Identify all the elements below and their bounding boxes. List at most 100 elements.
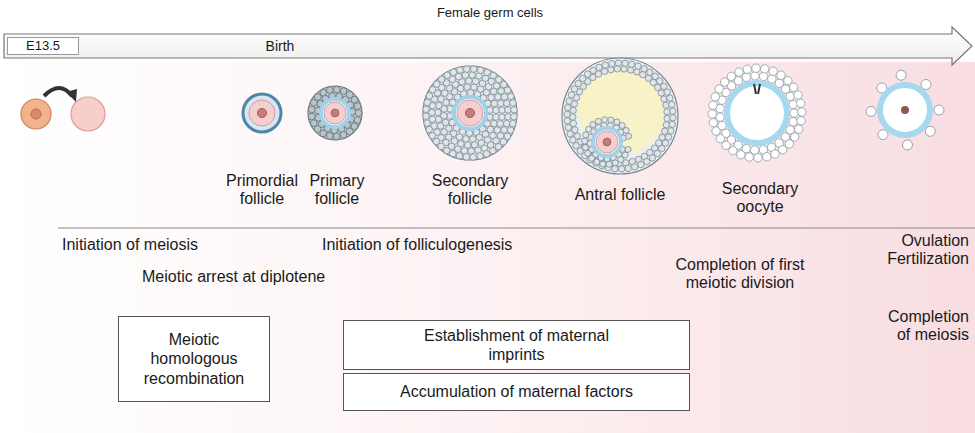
- follicle-wall: [243, 94, 281, 132]
- granulosa-cell: [669, 101, 675, 107]
- granulosa-cell: [777, 71, 785, 79]
- granulosa-cell: [664, 115, 670, 121]
- granulosa-cell: [463, 136, 470, 143]
- granulosa-cell: [667, 95, 673, 101]
- granulosa-cell: [438, 96, 445, 103]
- granulosa-cell: [708, 110, 716, 118]
- granulosa-cell: [495, 143, 502, 150]
- granulosa-cell: [495, 94, 502, 101]
- oocyte: [324, 102, 346, 124]
- oocyte: [731, 87, 783, 139]
- background: [0, 62, 975, 433]
- granulosa-cell: [663, 122, 669, 128]
- granulosa-cell: [355, 110, 362, 117]
- granulosa-cell: [354, 103, 361, 110]
- granulosa-cell: [500, 81, 507, 88]
- germ-cell: [71, 97, 105, 131]
- divider-line: [58, 227, 975, 228]
- granulosa-cell: [566, 98, 572, 104]
- granulosa-cell: [507, 127, 514, 134]
- stage-label: Secondary follicle: [418, 172, 522, 209]
- box-text: Establishment of maternal imprints: [422, 326, 612, 364]
- granulosa-cell: [484, 69, 491, 76]
- granulosa-cell: [621, 66, 627, 72]
- granulosa-cell: [791, 133, 799, 141]
- stage-label: Secondary oocyte: [705, 180, 815, 217]
- granulosa-cell: [761, 65, 769, 73]
- granulosa-cell: [664, 89, 670, 95]
- granulosa-cell: [590, 67, 596, 73]
- granulosa-cell: [590, 122, 596, 128]
- granulosa-cell: [789, 100, 797, 108]
- granulosa-cell: [619, 123, 625, 129]
- granulosa-cell: [490, 72, 497, 79]
- box-text: Meiotic homologous recombination: [132, 330, 256, 388]
- granulosa-cell: [609, 60, 615, 66]
- granulosa-cell: [308, 106, 315, 113]
- granulosa-cell: [797, 117, 805, 125]
- granulosa-cell: [622, 60, 628, 66]
- oocyte: [249, 100, 275, 126]
- granulosa-cell: [600, 161, 606, 167]
- granulosa-cell: [444, 72, 451, 79]
- nucleus: [465, 108, 474, 117]
- spindle: [754, 84, 760, 94]
- granulosa-cell: [608, 117, 614, 123]
- granulosa-cell: [333, 86, 340, 93]
- granulosa-cell: [729, 147, 737, 155]
- event-label: Meiotic arrest at diplotene: [142, 268, 402, 286]
- zona-pellucida: [880, 85, 930, 135]
- granulosa-cell: [497, 100, 504, 107]
- granulosa-cell: [426, 126, 433, 133]
- granulosa-cell: [615, 60, 621, 66]
- granulosa-cell: [504, 100, 511, 107]
- granulosa-cell: [789, 83, 797, 91]
- granulosa-cell: [768, 75, 776, 83]
- granulosa-cell: [606, 161, 612, 167]
- granulosa-cell: [582, 138, 588, 144]
- stage-label: Primary follicle: [295, 172, 379, 209]
- event-label: Initiation of meiosis: [62, 236, 292, 254]
- granulosa-cell: [351, 96, 358, 103]
- zona-pellucida: [727, 83, 787, 143]
- granulosa-cell: [727, 72, 735, 80]
- granulosa-cell: [568, 92, 574, 98]
- granulosa-cell: [488, 94, 495, 101]
- granulosa-cell: [461, 147, 468, 154]
- granulosa-cell: [497, 121, 504, 128]
- nucleus: [603, 138, 611, 146]
- granulosa-cell: [423, 106, 430, 113]
- arrow-head: [66, 89, 77, 102]
- granulosa-cell: [778, 145, 786, 153]
- granulosa-cell: [565, 124, 571, 130]
- event-label: Completion of first meiotic division: [635, 256, 845, 293]
- granulosa-cell: [796, 99, 804, 107]
- granulosa-cell: [326, 87, 333, 94]
- granulosa-cell: [625, 146, 631, 152]
- granulosa-cell: [424, 120, 431, 127]
- granulosa-cell: [665, 134, 671, 140]
- granulosa-cell: [450, 150, 457, 157]
- granulosa-cell: [565, 104, 571, 110]
- granulosa-cell: [503, 120, 510, 127]
- oocyte: [457, 100, 483, 126]
- granulosa-cell: [501, 127, 508, 134]
- granulosa-cell: [510, 100, 517, 107]
- granulosa-cell: [429, 86, 436, 93]
- granulosa-cell: [310, 120, 317, 127]
- granulosa-cell: [320, 89, 327, 96]
- granulosa-cell: [457, 67, 464, 74]
- granulosa-cell: [795, 125, 803, 133]
- granulosa-cell: [470, 154, 477, 161]
- granulosa-cell: [608, 66, 614, 72]
- corona-cell: [934, 105, 944, 115]
- granulosa-cell: [340, 132, 347, 139]
- granulosa-cell: [759, 72, 767, 80]
- granulosa-cell: [763, 152, 771, 160]
- granulosa-cell: [709, 101, 717, 109]
- granulosa-cell: [570, 137, 576, 143]
- granulosa-cell: [354, 117, 361, 124]
- granulosa-cell: [433, 138, 440, 145]
- granulosa-cell: [477, 153, 484, 160]
- granulosa-cell: [735, 68, 743, 76]
